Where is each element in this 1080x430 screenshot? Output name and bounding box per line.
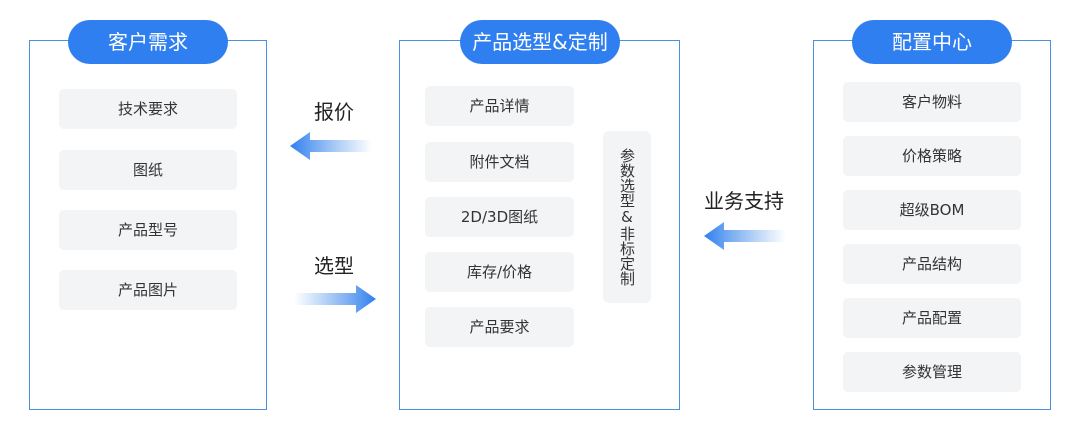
left-item-tech-requirements: 技术要求 bbox=[59, 89, 237, 129]
middle-item-inventory-price: 库存/价格 bbox=[425, 252, 574, 292]
product-selection-title: 产品选型&定制 bbox=[460, 20, 620, 64]
right-arrow-icon bbox=[294, 285, 376, 313]
selection-label: 选型 bbox=[314, 254, 354, 278]
customer-needs-title: 客户需求 bbox=[68, 20, 228, 64]
left-arrow-support-icon bbox=[704, 222, 786, 250]
business-support-label: 业务支持 bbox=[704, 189, 784, 213]
left-arrow-icon bbox=[290, 132, 372, 160]
left-item-drawings: 图纸 bbox=[59, 150, 237, 190]
left-item-product-model: 产品型号 bbox=[59, 210, 237, 250]
right-item-pricing-strategy: 价格策略 bbox=[843, 136, 1021, 176]
left-item-product-image: 产品图片 bbox=[59, 270, 237, 310]
right-item-customer-materials: 客户物料 bbox=[843, 82, 1021, 122]
right-item-super-bom: 超级BOM bbox=[843, 190, 1021, 230]
right-item-product-config: 产品配置 bbox=[843, 298, 1021, 338]
config-center-title: 配置中心 bbox=[852, 20, 1012, 64]
right-item-product-structure: 产品结构 bbox=[843, 244, 1021, 284]
middle-item-product-requirements: 产品要求 bbox=[425, 307, 574, 347]
quote-label: 报价 bbox=[314, 100, 354, 124]
middle-item-attachments: 附件文档 bbox=[425, 142, 574, 182]
param-selection-custom-box: 参数选型&非标定制 bbox=[603, 131, 651, 303]
middle-item-2d3d-drawings: 2D/3D图纸 bbox=[425, 197, 574, 237]
right-item-param-management: 参数管理 bbox=[843, 352, 1021, 392]
middle-item-product-details: 产品详情 bbox=[425, 86, 574, 126]
